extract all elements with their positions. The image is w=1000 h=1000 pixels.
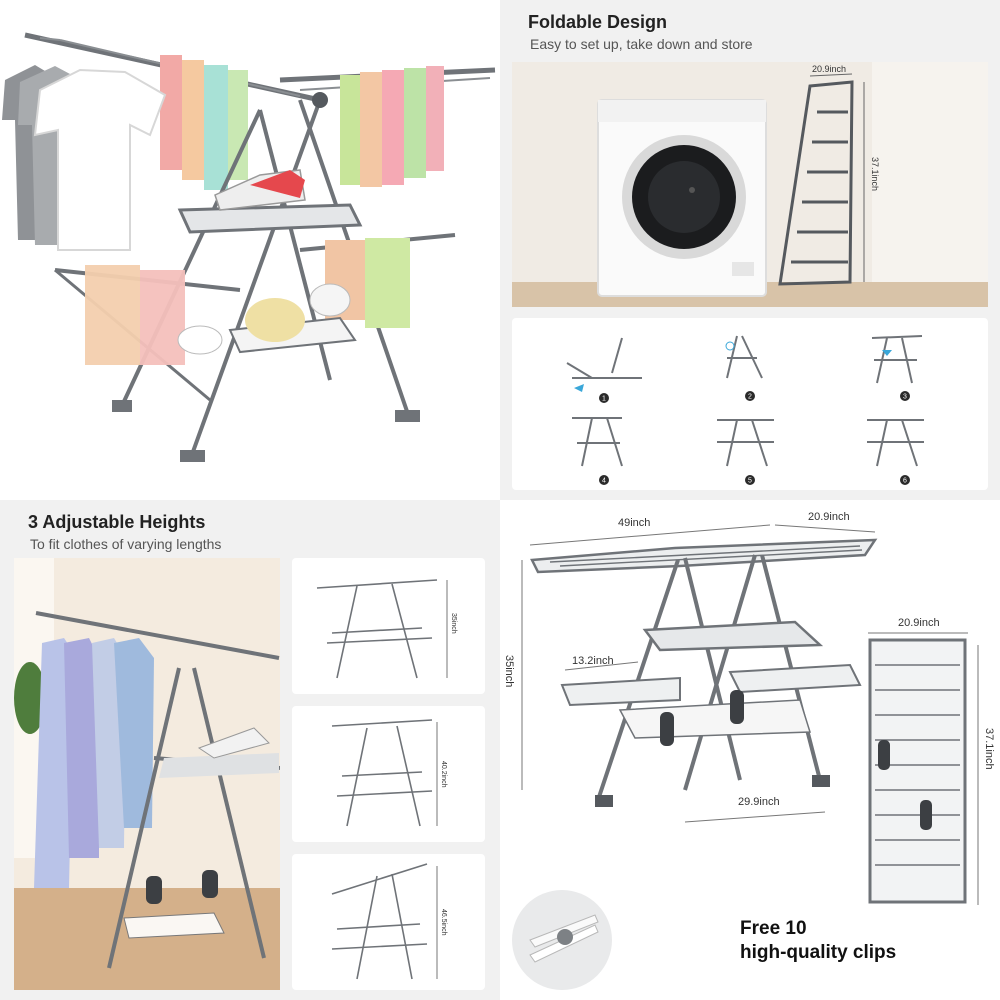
foldable-design-panel: Foldable Design Easy to set up, take dow… [500,0,1000,500]
height-label: 35inch [450,613,457,634]
dimensions-panel: 49inch 20.9inch 35inch 13.2inch 29.9inch… [500,500,1000,1000]
adjustable-heights-panel: 3 Adjustable Heights To fit clothes of v… [0,500,500,1000]
step-number: 1 [602,396,606,403]
washing-machine-icon [597,99,767,297]
step-number: 5 [748,478,752,485]
height-label: 40.2inch [440,761,447,788]
folded-height-label: 37.1inch [983,728,995,770]
step-number: 2 [748,394,752,401]
height-option-diagram: 35inch [316,579,457,679]
step-number: 6 [903,478,907,485]
foldable-title: Foldable Design [528,12,668,32]
heights-title: 3 Adjustable Heights [28,512,206,532]
clips-line-1: Free 10 [740,918,807,939]
height-label: 35inch [503,655,515,687]
foldable-subtitle: Easy to set up, take down and store [530,36,753,52]
folded-width-label: 20.9inch [898,617,940,629]
folding-steps: 1 2 3 4 5 6 [566,335,924,485]
room-scene [14,558,280,990]
clip-icon [529,914,599,963]
height-option-card: 40.2inch [292,706,485,842]
height-option-card: 35inch [292,558,485,694]
folded-width-label: 20.9inch [812,64,846,74]
base-label: 29.9inch [738,796,780,808]
folded-rack-icon [868,638,967,904]
open-rack-icon [530,538,878,801]
step-number: 4 [602,478,606,485]
height-label: 46.5inch [440,909,447,936]
dimension-diagram: 49inch 20.9inch 35inch 13.2inch 29.9inch… [503,511,995,990]
drying-rack-illustration [2,32,496,462]
folded-height-label: 37.1inch [870,157,880,191]
washer-scene: 20.9inch 37.1inch [512,62,988,307]
room-photo [14,558,280,990]
height-option-card: 46.5inch [292,854,485,990]
step-number: 3 [903,394,907,401]
height-option-diagram: 40.2inch [331,719,447,827]
product-photo-panel [0,0,500,500]
folded-rack-icon [778,80,854,286]
height-option-diagram: 46.5inch [331,863,447,980]
folding-steps-card: 1 2 3 4 5 6 [512,318,988,490]
heights-subtitle: To fit clothes of varying lengths [30,536,222,552]
depth-label: 20.9inch [808,511,850,523]
free-clips-text: Free 10 high-quality clips [740,917,896,965]
clips-line-2: high-quality clips [740,942,897,963]
length-label: 49inch [618,517,650,529]
storage-photo: 20.9inch 37.1inch [512,62,988,307]
wing-label: 13.2inch [572,655,614,667]
